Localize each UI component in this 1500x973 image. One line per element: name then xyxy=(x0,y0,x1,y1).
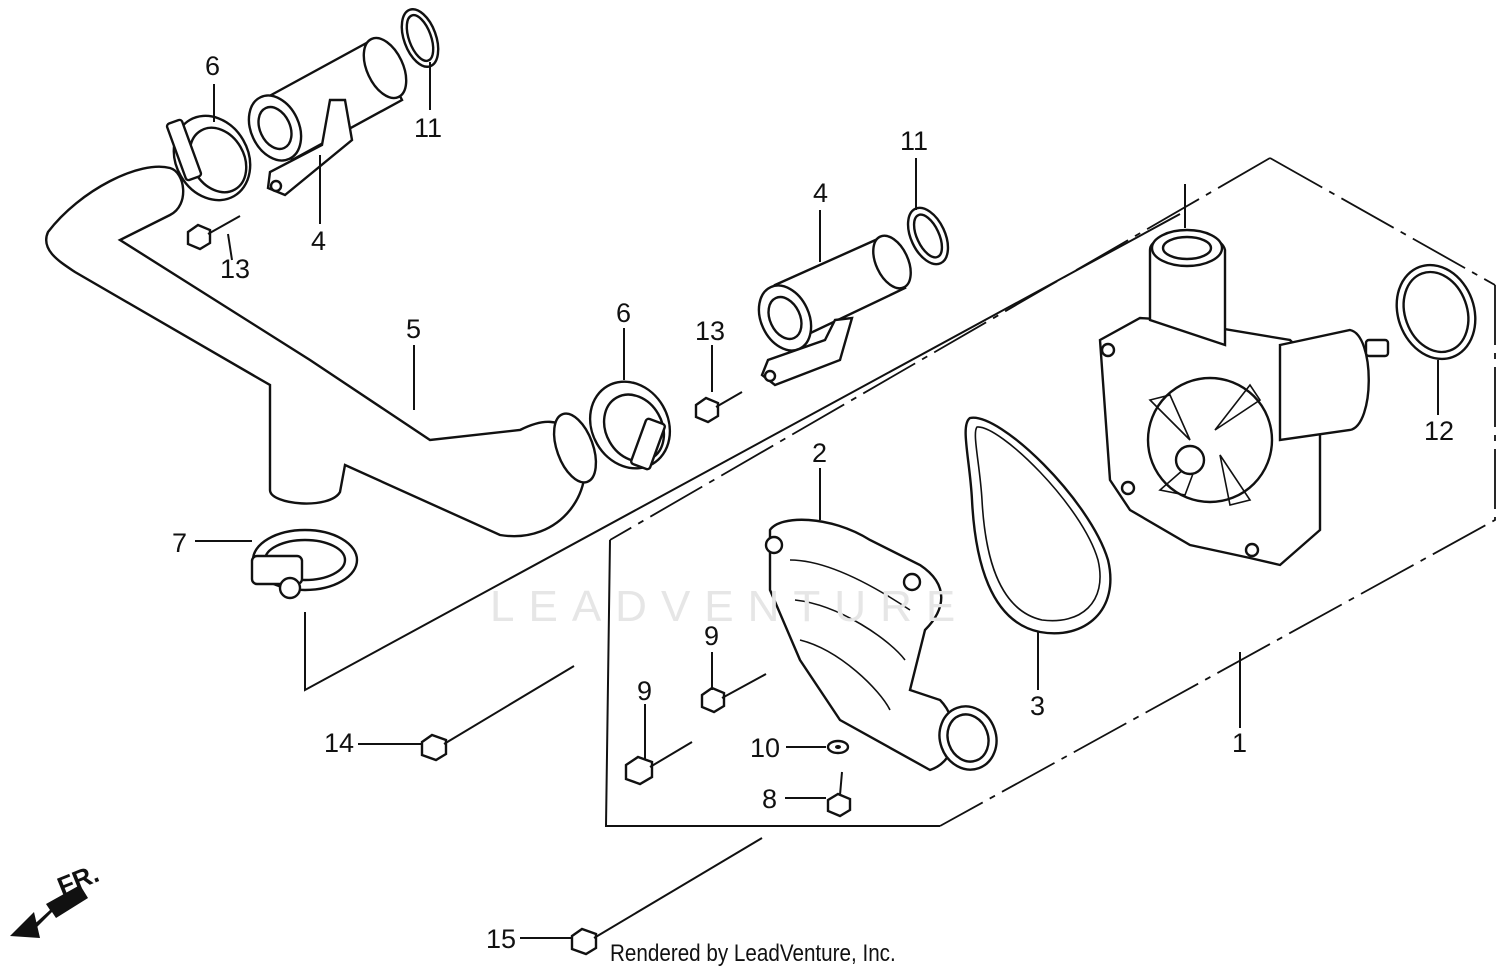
water-pump xyxy=(1098,228,1390,567)
hose-clamp-7 xyxy=(250,528,359,600)
callout-2: 2 xyxy=(812,438,827,468)
o-ring-upper xyxy=(400,8,440,68)
callout-11-upper: 11 xyxy=(414,113,442,143)
bolt-15 xyxy=(570,837,763,956)
callout-5: 5 xyxy=(406,314,421,344)
footer-credit: Rendered by LeadVenture, Inc. xyxy=(610,940,896,967)
callout-4-upper: 4 xyxy=(311,226,326,256)
o-ring-12 xyxy=(1395,263,1477,361)
bolt-13-upper xyxy=(186,215,241,251)
leader-lines xyxy=(195,62,1439,939)
hose-clamp-upper xyxy=(165,114,252,202)
washer-10 xyxy=(826,739,850,755)
callout-15: 15 xyxy=(486,924,516,954)
bolt-13-lower xyxy=(694,391,743,424)
callout-7: 7 xyxy=(172,528,187,558)
pump-cover xyxy=(764,518,998,772)
callout-11-lower: 11 xyxy=(900,126,928,156)
callout-6-lower: 6 xyxy=(616,298,631,328)
callout-12: 12 xyxy=(1424,416,1454,446)
front-arrow-icon xyxy=(10,885,88,938)
assembly-outline xyxy=(604,157,1496,827)
callout-10: 10 xyxy=(750,733,780,763)
callout-6-upper: 6 xyxy=(205,51,220,81)
bolt-14 xyxy=(420,665,575,762)
front-direction-label: FR. xyxy=(53,858,103,902)
callout-13-upper: 13 xyxy=(220,254,250,284)
callout-4-lower: 4 xyxy=(813,178,828,208)
callout-13-lower: 13 xyxy=(695,316,725,346)
callout-1: 1 xyxy=(1232,728,1247,758)
o-ring-lower xyxy=(906,206,950,266)
callout-9-lower: 9 xyxy=(637,676,652,706)
callout-9-upper: 9 xyxy=(704,621,719,651)
watermark: LEADVENTURE xyxy=(490,582,970,631)
hose-clamp-lower xyxy=(588,380,672,471)
pipe-joint-upper xyxy=(247,36,408,197)
pipe-joint-lower xyxy=(757,234,912,387)
gasket xyxy=(964,416,1112,635)
callout-14: 14 xyxy=(324,728,354,758)
guide-line xyxy=(304,213,1181,692)
callout-8: 8 xyxy=(762,784,777,814)
callout-3: 3 xyxy=(1030,691,1045,721)
bolt-8 xyxy=(826,771,852,818)
coolant-hose xyxy=(45,165,598,538)
bolt-9-lower xyxy=(624,741,693,786)
